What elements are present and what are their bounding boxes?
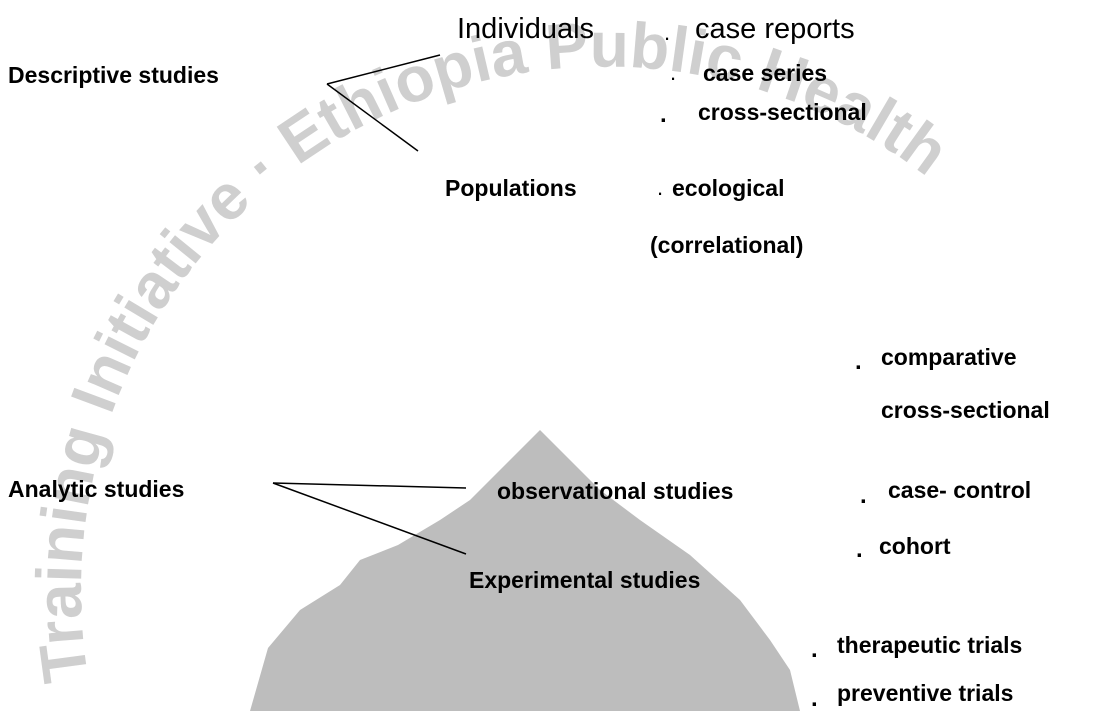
bullet: . [811, 685, 818, 711]
bullet: . [855, 348, 862, 375]
populations-item: (correlational) [650, 232, 804, 258]
bullet: . [660, 101, 667, 128]
bullet: . [811, 636, 818, 663]
bullet: . [664, 20, 671, 45]
experimental-studies-label: Experimental studies [469, 567, 701, 593]
individuals-item: case reports [695, 13, 855, 45]
observational-item: cross-sectional [881, 397, 1050, 423]
populations-item: ecological [672, 175, 785, 201]
observational-item: cohort [879, 533, 951, 559]
bullet: . [860, 482, 867, 509]
connector-descriptive-individuals [326, 54, 441, 85]
bullet: . [856, 536, 863, 563]
individuals-item: case series [703, 60, 828, 86]
individuals-item: cross-sectional [698, 99, 867, 125]
connector-analytic-observational [272, 482, 467, 489]
individuals-label: Individuals [457, 13, 595, 45]
watermark-map-shape [250, 430, 800, 711]
experimental-item: therapeutic trials [837, 632, 1023, 658]
observational-item: case- control [888, 477, 1032, 503]
connector-descriptive-populations [326, 83, 419, 152]
connector-analytic-experimental [272, 482, 467, 555]
populations-label: Populations [445, 175, 577, 201]
analytic-studies-label: Analytic studies [8, 476, 185, 502]
experimental-item: preventive trials [837, 680, 1014, 706]
observational-studies-label: observational studies [497, 478, 734, 504]
bullet: . [670, 60, 677, 85]
observational-item: comparative [881, 344, 1017, 370]
bullet: . [657, 175, 664, 200]
descriptive-studies-label: Descriptive studies [8, 62, 219, 88]
